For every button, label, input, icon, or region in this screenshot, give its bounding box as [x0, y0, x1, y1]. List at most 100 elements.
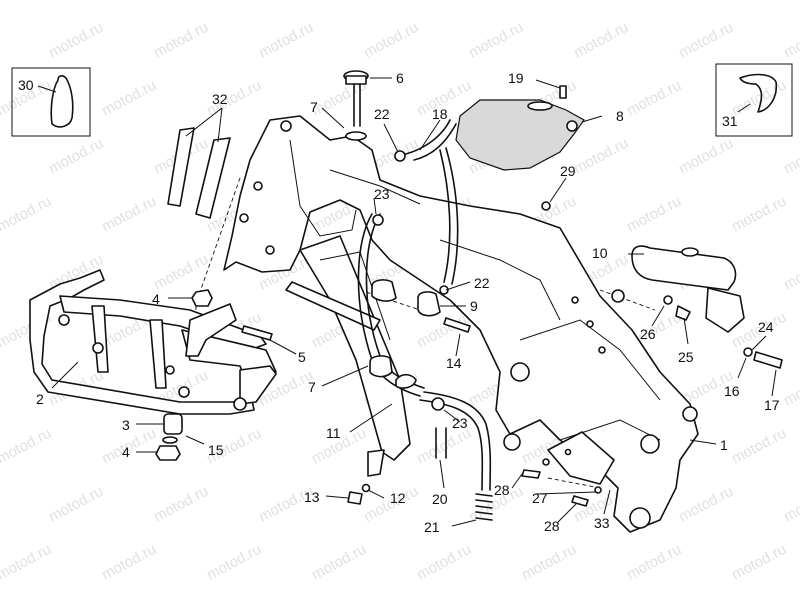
watermark-text: motod.ru: [46, 483, 106, 526]
label-10: 10: [592, 245, 608, 261]
watermark-text: motod.ru: [256, 19, 316, 62]
watermark-text: motod.ru: [414, 425, 474, 468]
label-2: 2: [36, 391, 44, 407]
label-11: 11: [326, 425, 341, 441]
watermark-text: motod.ru: [0, 135, 1, 178]
watermark-text: motod.ru: [729, 0, 789, 4]
label-1: 1: [720, 437, 728, 453]
watermark-text: motod.ru: [676, 19, 736, 62]
watermark-text: motod.ru: [0, 541, 54, 584]
watermark-text: motod.ru: [466, 19, 526, 62]
watermark-text: motod.ru: [414, 541, 474, 584]
label-27: 27: [532, 490, 548, 506]
watermark-text: motod.ru: [99, 193, 159, 236]
watermark-text: motod.ru: [676, 135, 736, 178]
watermark-text: motod.ru: [0, 367, 1, 410]
label-29: 29: [560, 163, 576, 179]
label-5: 5: [298, 349, 306, 365]
watermark-text: motod.ru: [781, 251, 800, 294]
label-3: 3: [122, 417, 130, 433]
label-30: 30: [18, 77, 34, 93]
label-12: 12: [390, 490, 406, 506]
watermark-text: motod.ru: [729, 193, 789, 236]
watermark-text: motod.ru: [309, 541, 369, 584]
label-28b: 28: [544, 518, 560, 534]
watermark-text: motod.ru: [0, 425, 54, 468]
label-18: 18: [432, 106, 448, 122]
watermark-text: motod.ru: [204, 541, 264, 584]
label-22b: 22: [474, 275, 490, 291]
watermark-text: motod.ru: [204, 0, 264, 4]
label-9: 9: [470, 298, 478, 314]
watermark-text: motod.ru: [309, 0, 369, 4]
watermark-text: motod.ru: [0, 19, 1, 62]
label-21: 21: [424, 519, 440, 535]
cap-6: [343, 70, 369, 141]
watermark-text: motod.ru: [624, 193, 684, 236]
watermark-text: motod.ru: [624, 541, 684, 584]
cylinder-10: [631, 245, 745, 333]
inset-box-right: [715, 63, 793, 137]
watermark-text: motod.ru: [0, 483, 1, 526]
label-25: 25: [678, 349, 694, 365]
label-8: 8: [616, 108, 624, 124]
watermark-text: motod.ru: [624, 77, 684, 120]
label-28a: 28: [494, 482, 510, 498]
label-33: 33: [594, 515, 610, 531]
watermark-text: motod.ru: [46, 19, 106, 62]
small-parts-left: [155, 289, 273, 461]
label-17: 17: [764, 397, 780, 413]
watermark-text: motod.ru: [781, 483, 800, 526]
watermark-text: motod.ru: [571, 19, 631, 62]
watermark-text: motod.ru: [676, 483, 736, 526]
watermark-text: motod.ru: [46, 135, 106, 178]
cross-brace: [285, 281, 381, 331]
watermark-text: motod.ru: [414, 0, 474, 4]
cover-8: [455, 99, 585, 171]
watermark-text: motod.ru: [571, 135, 631, 178]
label-15: 15: [208, 442, 224, 458]
watermark-text: motod.ru: [519, 0, 579, 4]
watermark-text: motod.ru: [624, 0, 684, 4]
watermark-text: motod.ru: [0, 0, 54, 4]
leader-lines: [37, 77, 777, 527]
label-7b: 7: [308, 379, 316, 395]
label-14: 14: [446, 355, 462, 371]
label-23b: 23: [452, 415, 468, 431]
watermark-text: motod.ru: [729, 425, 789, 468]
watermark-text: motod.ru: [99, 541, 159, 584]
callout-labels: 1 2 3 4 4 5 6 7 7 8 9 10 11 12 13 14 15 …: [18, 70, 780, 535]
label-32: 32: [212, 91, 228, 107]
spring-21: [475, 493, 493, 521]
watermark-text: motod.ru: [729, 77, 789, 120]
label-13: 13: [304, 489, 320, 505]
watermark-text: motod.ru: [0, 193, 54, 236]
label-23a: 23: [374, 186, 390, 202]
label-24: 24: [758, 319, 774, 335]
watermark-text: motod.ru: [361, 19, 421, 62]
label-7a: 7: [310, 99, 318, 115]
bracket-plate-33: [547, 431, 615, 485]
label-16: 16: [724, 383, 740, 399]
watermark-text: motod.ru: [781, 367, 800, 410]
watermark-text: motod.ru: [729, 541, 789, 584]
label-6: 6: [396, 70, 404, 86]
watermark-text: motod.ru: [99, 77, 159, 120]
label-4a: 4: [122, 444, 130, 460]
watermark-text: motod.ru: [151, 483, 211, 526]
tubes-32: [167, 127, 231, 219]
label-19: 19: [508, 70, 524, 86]
watermark-text: motod.ru: [0, 251, 1, 294]
label-20: 20: [432, 491, 448, 507]
watermark-text: motod.ru: [99, 0, 159, 4]
label-4b: 4: [152, 291, 160, 307]
label-31: 31: [722, 113, 738, 129]
watermark-text: motod.ru: [781, 135, 800, 178]
label-22a: 22: [374, 106, 390, 122]
watermark-text: motod.ru: [519, 541, 579, 584]
label-26: 26: [640, 326, 656, 342]
watermark-text: motod.ru: [781, 19, 800, 62]
small-parts-center: [347, 85, 783, 507]
watermark-text: motod.ru: [151, 19, 211, 62]
